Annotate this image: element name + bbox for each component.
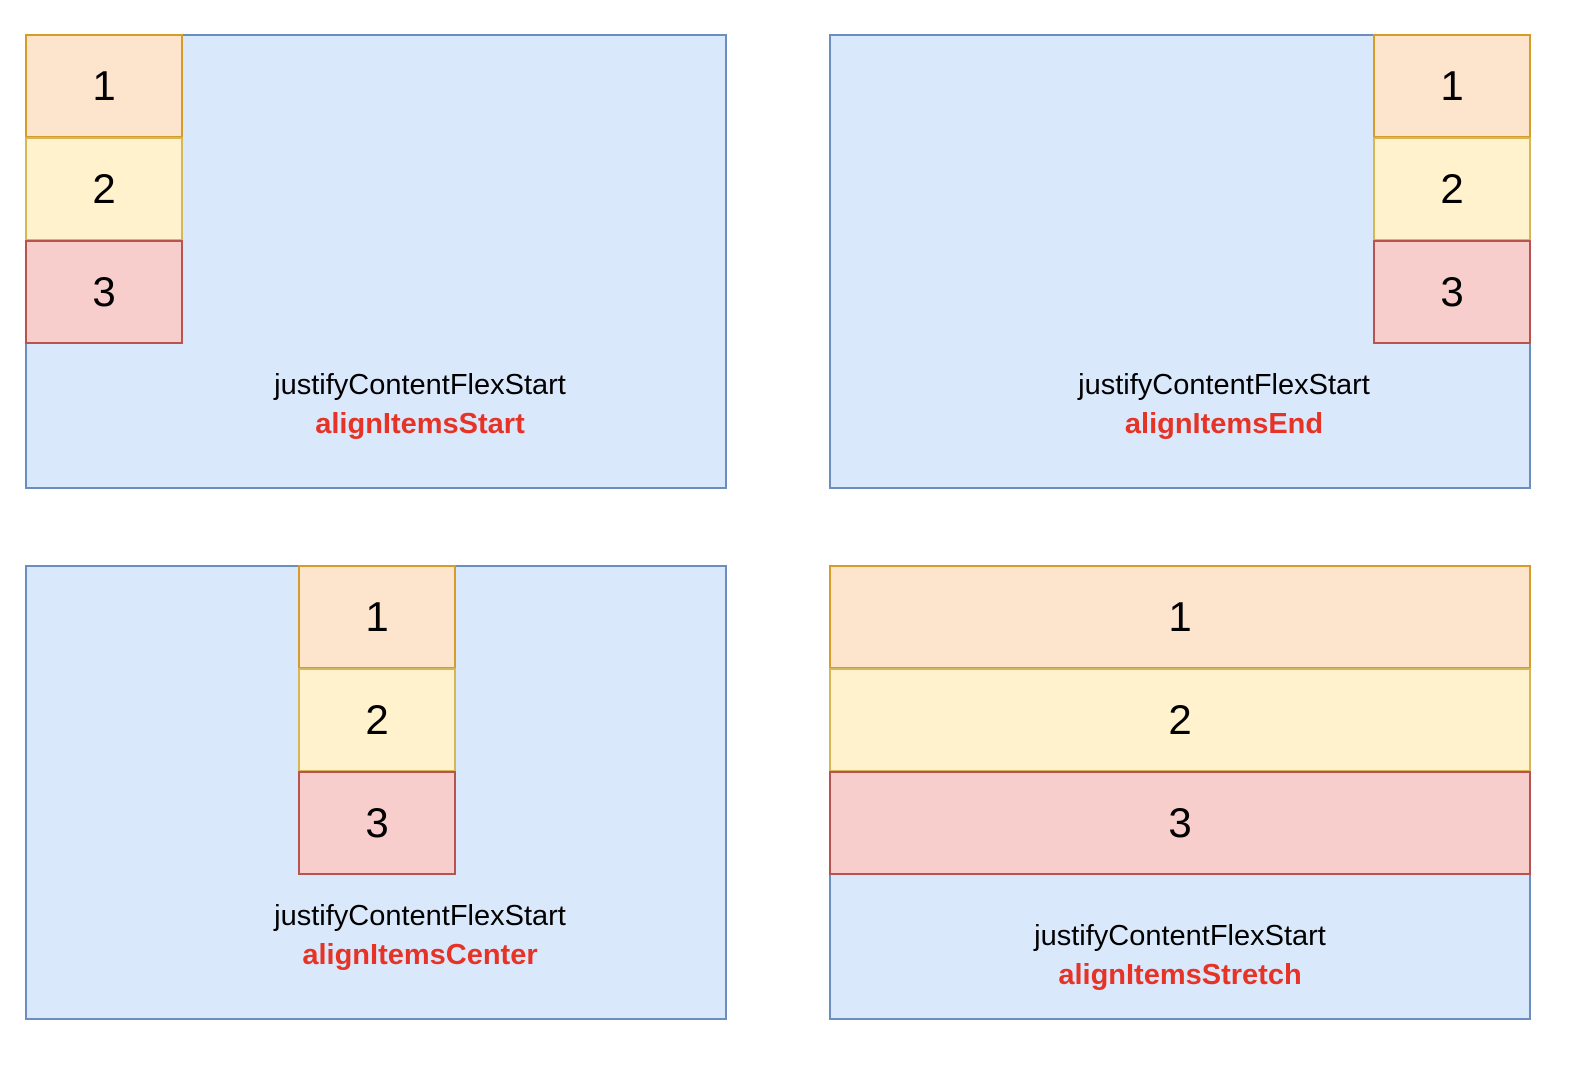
panel-align-items-end: 1 2 3 justifyContentFlexStart alignItems… <box>829 34 1531 489</box>
item-stack: 1 2 3 <box>829 565 1531 875</box>
item-box-2: 2 <box>829 668 1531 772</box>
panel-caption: justifyContentFlexStart alignItemsStart <box>27 366 725 444</box>
item-stack: 1 2 3 <box>298 565 456 875</box>
align-items-label: alignItemsCenter <box>302 939 538 971</box>
align-items-label: alignItemsStretch <box>1058 959 1302 991</box>
panel-align-items-start: 1 2 3 justifyContentFlexStart alignItems… <box>25 34 727 489</box>
item-box-3: 3 <box>25 240 183 344</box>
align-items-label: alignItemsEnd <box>1124 408 1324 440</box>
item-stack: 1 2 3 <box>25 34 183 344</box>
item-box-2: 2 <box>1373 137 1531 241</box>
justify-content-label: justifyContentFlexStart <box>1034 920 1326 952</box>
justify-content-label: justifyContentFlexStart <box>274 900 566 932</box>
justify-content-label: justifyContentFlexStart <box>274 369 566 401</box>
item-box-3: 3 <box>829 771 1531 875</box>
item-box-3: 3 <box>298 771 456 875</box>
panel-align-items-center: 1 2 3 justifyContentFlexStart alignItems… <box>25 565 727 1020</box>
item-box-3: 3 <box>1373 240 1531 344</box>
justify-content-label: justifyContentFlexStart <box>1078 369 1370 401</box>
item-box-1: 1 <box>298 565 456 669</box>
align-items-label: alignItemsStart <box>315 408 525 440</box>
panel-caption: justifyContentFlexStart alignItemsStretc… <box>831 917 1529 995</box>
item-box-2: 2 <box>298 668 456 772</box>
item-box-1: 1 <box>829 565 1531 669</box>
panel-caption: justifyContentFlexStart alignItemsEnd <box>831 366 1529 444</box>
panel-caption: justifyContentFlexStart alignItemsCenter <box>27 897 725 975</box>
item-box-1: 1 <box>1373 34 1531 138</box>
item-box-2: 2 <box>25 137 183 241</box>
panel-align-items-stretch: 1 2 3 justifyContentFlexStart alignItems… <box>829 565 1531 1020</box>
item-stack: 1 2 3 <box>1373 34 1531 344</box>
item-box-1: 1 <box>25 34 183 138</box>
